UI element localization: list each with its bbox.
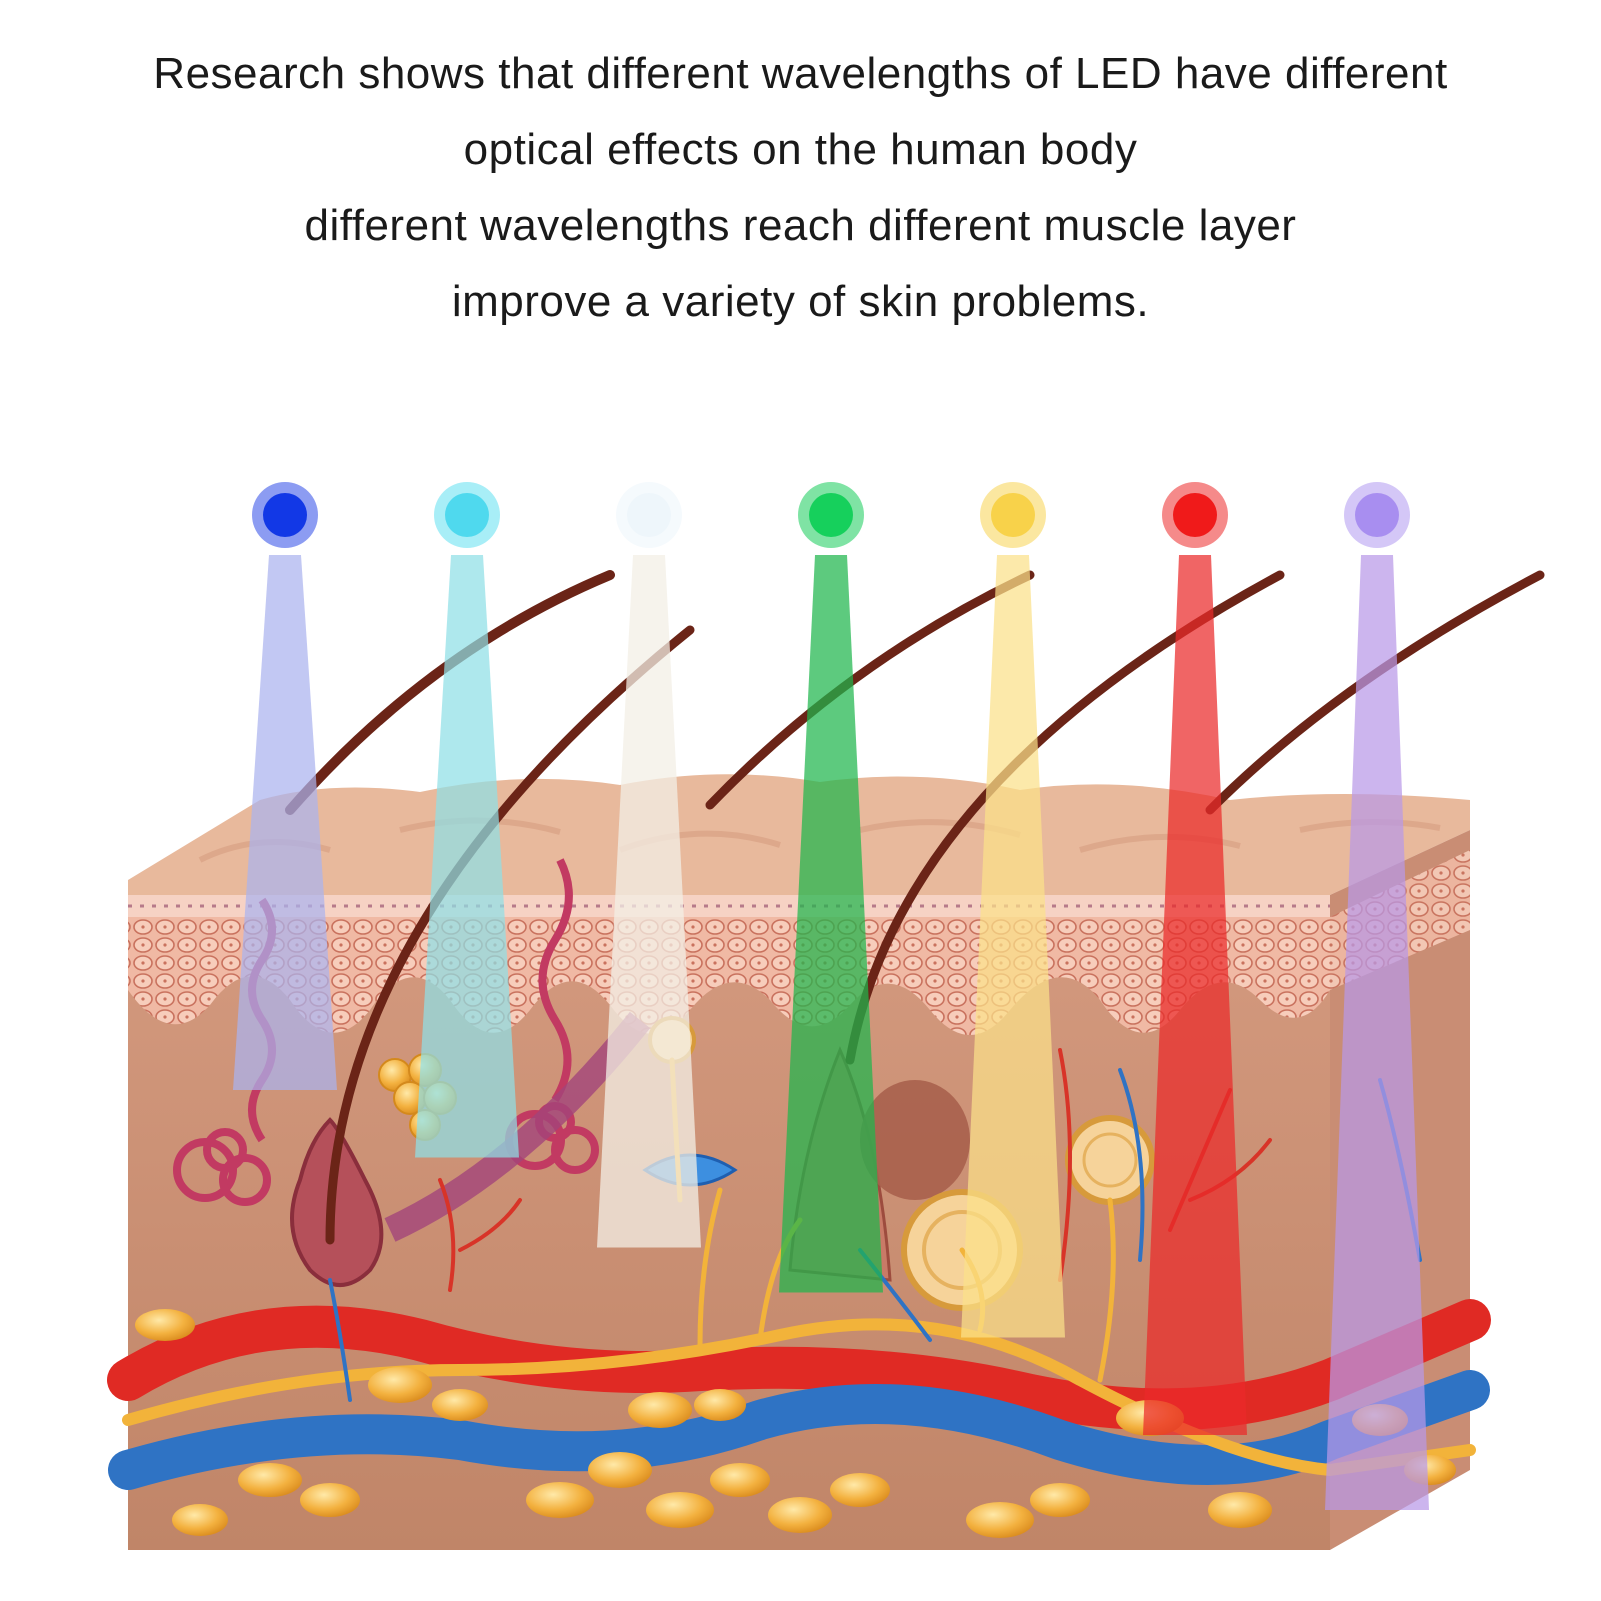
blue-capillaries — [328, 1068, 1422, 1402]
led-dot-purple — [1355, 493, 1399, 537]
central-gland — [860, 1080, 970, 1200]
caption-line-1: Research shows that different wavelength… — [153, 49, 1448, 98]
led-dot-green — [809, 493, 853, 537]
caption-line-2: optical effects on the human body — [463, 125, 1138, 174]
beam-yellow — [961, 555, 1065, 1338]
beam-cyan — [415, 555, 519, 1158]
led-dot-red — [1173, 493, 1217, 537]
hair-3 — [705, 570, 1035, 810]
beam-red — [1143, 555, 1247, 1435]
beam-green — [779, 555, 883, 1293]
hair-1 — [285, 570, 615, 815]
beam-purple — [1325, 555, 1429, 1510]
led-dot-white — [627, 493, 671, 537]
caption-line-4: improve a variety of skin problems. — [451, 277, 1150, 326]
epidermis-surface — [128, 774, 1470, 895]
hair-follicle — [290, 1117, 384, 1287]
hairs — [285, 570, 1545, 1245]
led-dot-yellow — [991, 493, 1035, 537]
beam-blue — [233, 555, 337, 1090]
caption: Research shows that different wavelength… — [0, 36, 1601, 340]
hair-2 — [325, 625, 695, 1245]
vein — [108, 1370, 1490, 1490]
led-dot-blue — [263, 493, 307, 537]
led-lights — [233, 482, 1429, 1510]
beam-white — [597, 555, 701, 1248]
caption-line-3: different wavelengths reach different mu… — [304, 201, 1297, 250]
led-dot-cyan — [445, 493, 489, 537]
